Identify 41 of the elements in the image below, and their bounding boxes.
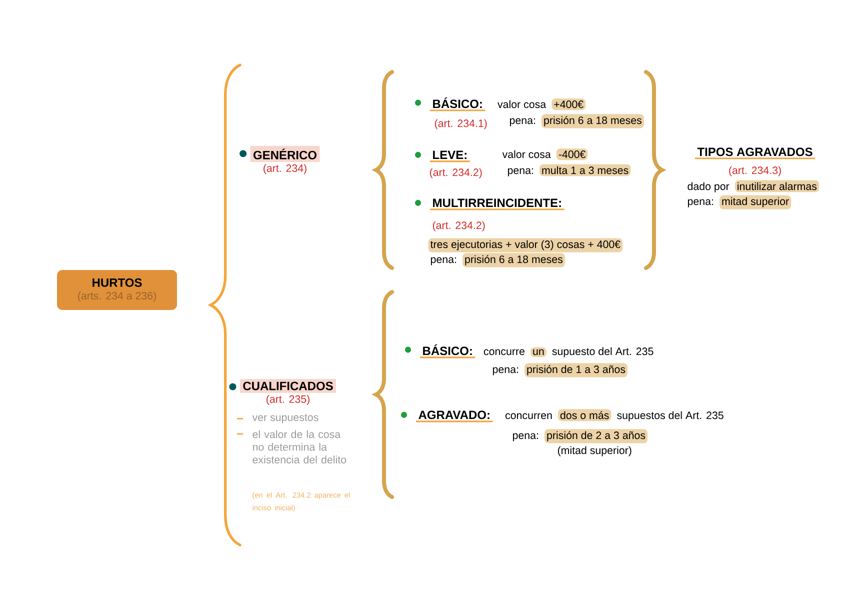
highlighted-text: +400€ [552, 98, 586, 110]
heading-text: BÁSICO: [420, 344, 476, 358]
highlighted-text: prisión 6 a 18 meses [542, 114, 644, 128]
text: (mitad superior) [558, 446, 632, 456]
heading-text: LEVE: [430, 150, 470, 162]
article-reference: (art. 234.2) [430, 168, 482, 178]
highlighted-text: -400€ [556, 148, 588, 160]
text: dado por [688, 182, 730, 192]
highlighted-text: prisión de 1 a 3 años [524, 363, 628, 378]
title-box: HURTOS (arts. 234 a 236) [57, 270, 177, 310]
article-reference: (art. 234.2) [432, 221, 485, 232]
highlighted-text: tres ejecutorias + valor (3) cosas + 400€ [428, 238, 623, 252]
text: pena: [430, 257, 456, 266]
text: valor cosa [498, 100, 546, 108]
heading-text: BÁSICO: [430, 97, 486, 112]
heading-text: MULTIRREINCIDENTE: [430, 198, 564, 210]
highlighted-text: dos o más [558, 409, 612, 422]
text: supuesto del Art. 235 [552, 347, 654, 358]
heading-text: TIPOS AGRAVADOS [694, 148, 816, 160]
text: pena: [508, 168, 533, 176]
note-text: ver supuestos [252, 414, 318, 424]
text: supuestos del Art. 235 [617, 411, 724, 422]
highlighted-text: un [530, 347, 546, 358]
highlighted-text: prisión de 2 a 3 años [544, 429, 648, 444]
text: valor cosa [502, 150, 551, 158]
text: concurre [484, 349, 524, 356]
heading-text: AGRAVADO: [416, 410, 493, 422]
highlighted-text: inutilizar alarmas [734, 180, 819, 192]
note-text: el valor de la cosa no determina la existencia del delito [252, 430, 346, 464]
text: pena: [492, 367, 518, 376]
article-reference: (art. 234.1) [434, 119, 487, 130]
text: concurren [505, 413, 552, 420]
text: pena: [512, 433, 538, 442]
text: pena: [510, 118, 535, 126]
category-heading: CUALIFICADOS (art. 235) [240, 379, 336, 405]
highlighted-text: prisión 6 a 18 meses [462, 253, 565, 268]
text: pena: [688, 199, 713, 208]
highlighted-text: mitad superior [720, 195, 792, 210]
highlighted-text: multa 1 a 3 meses [540, 164, 631, 176]
article-reference: (art. 234.3) [729, 166, 781, 176]
category-heading: GENÉRICO (art. 234) [250, 146, 320, 174]
